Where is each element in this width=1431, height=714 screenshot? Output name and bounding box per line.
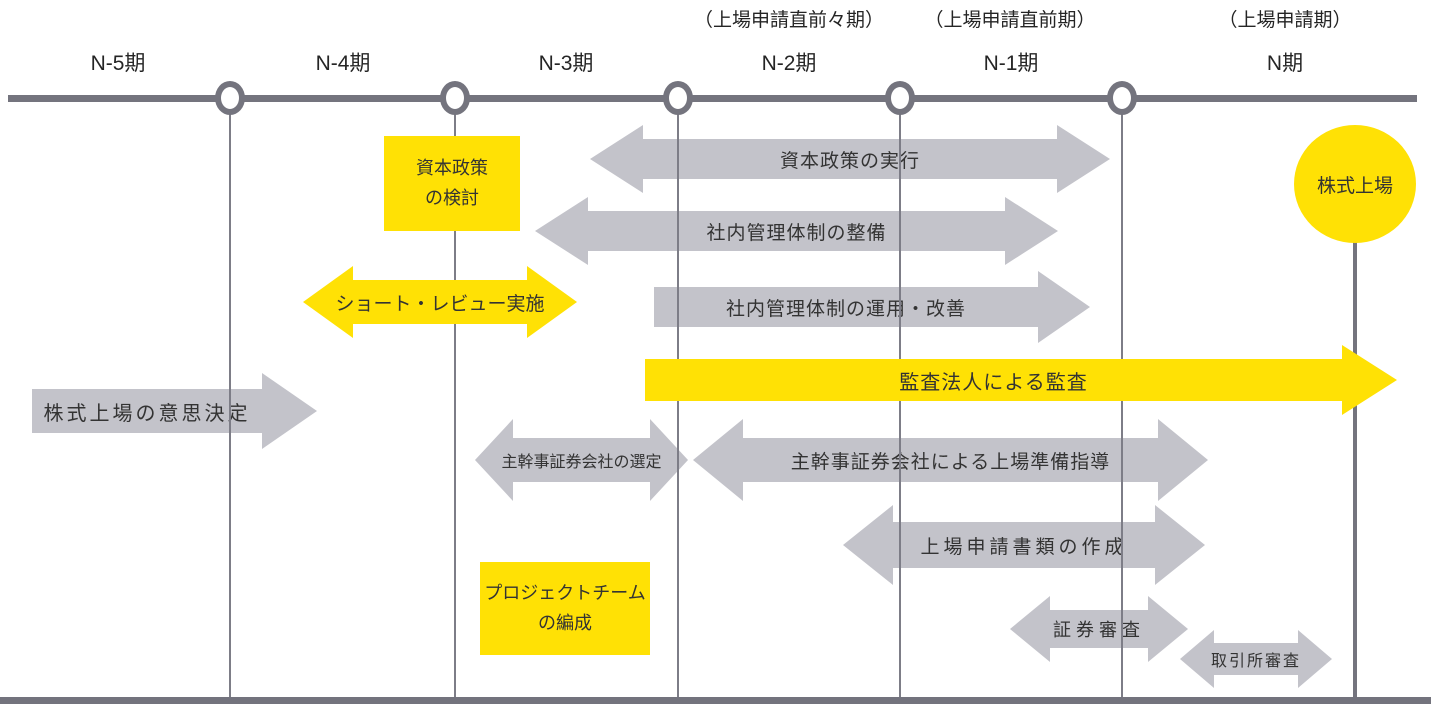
arrow-application-documents: 上場申請書類の作成 bbox=[843, 505, 1205, 585]
circle-label: 株式上場 bbox=[1316, 175, 1393, 197]
arrow-securities-review: 証券審査 bbox=[1010, 596, 1188, 662]
milestone-circle bbox=[663, 81, 693, 115]
arrow-label: 監査法人による監査 bbox=[899, 371, 1088, 394]
period-label: N-1期 bbox=[983, 52, 1039, 75]
arrow-label: ショート・レビュー実施 bbox=[335, 293, 545, 315]
arrow-lead-underwriter-selection: 主幹事証券会社の選定 bbox=[475, 419, 688, 501]
listing-drop-line bbox=[1353, 242, 1357, 701]
period-label: N-5期 bbox=[90, 52, 146, 75]
arrow-short-review: ショート・レビュー実施 bbox=[303, 266, 577, 338]
arrow-label: 社内管理体制の運用・改善 bbox=[725, 298, 966, 320]
phase-label: （上場申請期） bbox=[1218, 10, 1352, 31]
bottom-axis bbox=[0, 697, 1431, 704]
box-project-team-formation: プロジェクトチームの編成 bbox=[480, 562, 650, 655]
arrow-label: 取引所審査 bbox=[1210, 653, 1301, 670]
arrow-internal-control-setup: 社内管理体制の整備 bbox=[535, 197, 1058, 265]
period-label: N-4期 bbox=[315, 52, 371, 75]
milestone-circle bbox=[440, 81, 470, 115]
period-label: N-2期 bbox=[761, 52, 817, 75]
box-label-line: の編成 bbox=[538, 612, 592, 633]
arrow-label: 社内管理体制の整備 bbox=[706, 222, 887, 244]
period-gridline bbox=[1121, 104, 1123, 701]
milestone-circle bbox=[885, 81, 915, 115]
period-gridline bbox=[899, 104, 901, 701]
period-gridline bbox=[454, 104, 456, 701]
arrow-internal-control-operation: 社内管理体制の運用・改善 bbox=[654, 271, 1090, 343]
box-label-line: 資本政策 bbox=[416, 157, 488, 178]
arrow-label: 上場申請書類の作成 bbox=[920, 536, 1128, 558]
box-capital-policy-study: 資本政策の検討 bbox=[384, 136, 520, 231]
arrow-label: 主幹事証券会社による上場準備指導 bbox=[790, 451, 1111, 473]
box-label-line: プロジェクトチーム bbox=[484, 582, 646, 603]
period-gridline bbox=[677, 104, 679, 701]
arrow-label: 証券審査 bbox=[1053, 620, 1145, 640]
arrow-ipo-decision: 株式上場の意思決定 bbox=[32, 373, 317, 449]
circle-stock-listing: 株式上場 bbox=[1294, 125, 1416, 243]
phase-label: （上場申請直前期） bbox=[924, 10, 1096, 31]
arrow-label: 株式上場の意思決定 bbox=[43, 402, 251, 425]
arrow-exchange-review: 取引所審査 bbox=[1180, 630, 1332, 688]
arrow-capital-policy-execution: 資本政策の実行 bbox=[590, 125, 1110, 193]
period-label: N-3期 bbox=[538, 52, 594, 75]
period-gridline bbox=[229, 104, 231, 701]
period-label: N期 bbox=[1266, 52, 1304, 75]
box-label-line: の検討 bbox=[425, 187, 479, 208]
phase-label: （上場申請直前々期） bbox=[693, 10, 885, 31]
timeline-axis bbox=[8, 94, 1417, 102]
milestone-circle bbox=[215, 81, 245, 115]
arrow-audit-by-audit-firm: 監査法人による監査 bbox=[645, 345, 1397, 415]
arrow-lead-underwriter-guidance: 主幹事証券会社による上場準備指導 bbox=[693, 419, 1208, 501]
arrow-label: 資本政策の実行 bbox=[779, 150, 920, 172]
milestone-circle bbox=[1107, 81, 1137, 115]
arrow-label: 主幹事証券会社の選定 bbox=[501, 454, 662, 471]
